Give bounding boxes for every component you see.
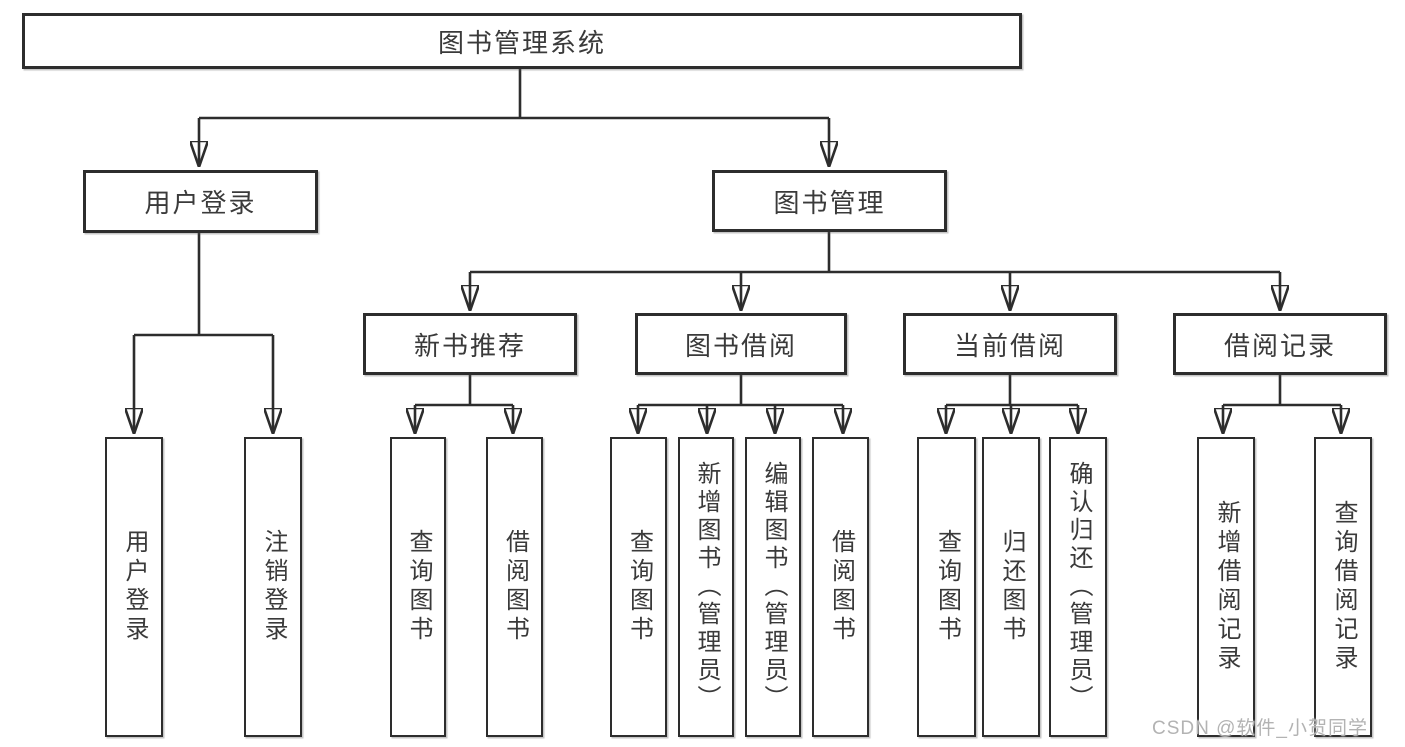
leaf-borrow-query-books: 查询图书 — [610, 437, 667, 737]
leaf-borrow-borrow-books: 借阅图书 — [812, 437, 869, 737]
leaf-borrow-add-books-admin: 新增图书（管理员） — [678, 437, 734, 737]
leaf-current-query-books: 查询图书 — [917, 437, 976, 737]
node-book-borrow: 图书借阅 — [635, 313, 847, 375]
node-root-system: 图书管理系统 — [22, 13, 1022, 69]
leaf-records-add-record: 新增借阅记录 — [1197, 437, 1255, 737]
leaf-newbook-query-books: 查询图书 — [390, 437, 446, 737]
leaf-current-return-books: 归还图书 — [982, 437, 1040, 737]
leaf-newbook-borrow-books: 借阅图书 — [486, 437, 543, 737]
watermark-text: CSDN @软件_小贺同学 — [1152, 718, 1368, 739]
leaf-current-confirm-return-admin: 确认归还（管理员） — [1049, 437, 1107, 737]
node-current-borrow: 当前借阅 — [903, 313, 1117, 375]
leaf-records-query-record: 查询借阅记录 — [1314, 437, 1372, 737]
leaf-logout: 注销登录 — [244, 437, 302, 737]
leaf-borrow-edit-books-admin: 编辑图书（管理员） — [745, 437, 801, 737]
node-new-book-recommend: 新书推荐 — [363, 313, 577, 375]
node-borrow-records: 借阅记录 — [1173, 313, 1387, 375]
node-user-login: 用户登录 — [83, 170, 318, 233]
leaf-user-login: 用户登录 — [105, 437, 163, 737]
node-book-management: 图书管理 — [712, 170, 947, 232]
